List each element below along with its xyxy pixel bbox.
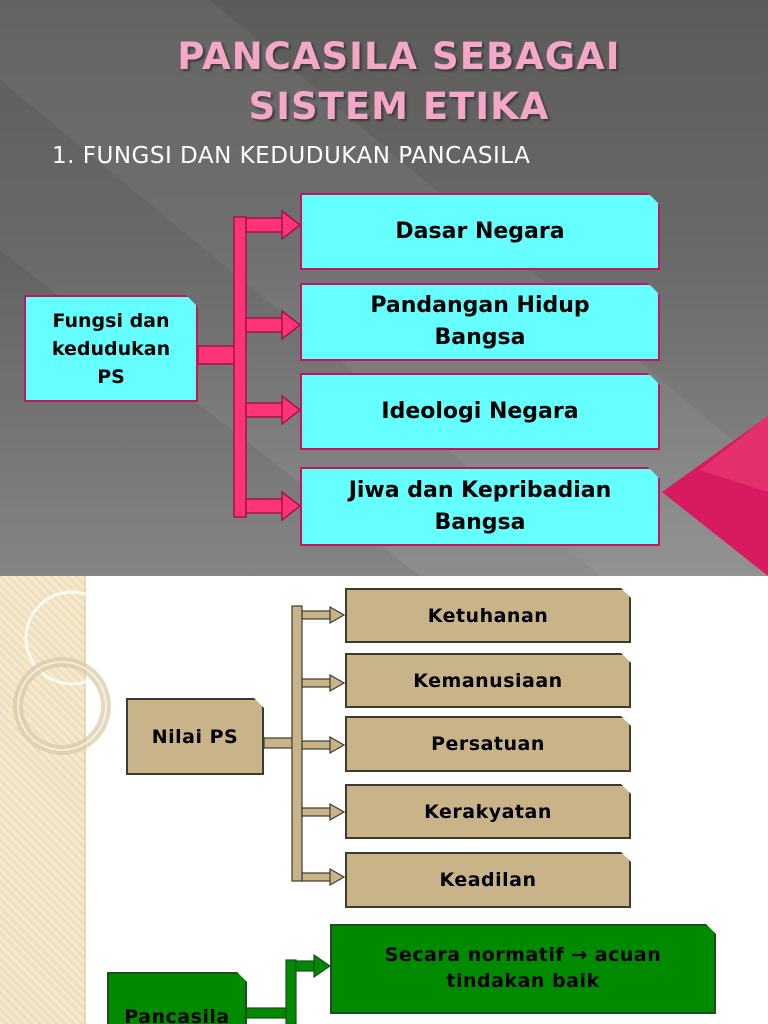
decorative-sidebar xyxy=(0,576,86,1024)
arrowhead-2 xyxy=(281,309,302,341)
slide-title-line2: SISTEM ETIKA xyxy=(248,85,550,128)
arrowhead-3 xyxy=(281,394,302,426)
nilai-arrowhead-3 xyxy=(329,735,346,755)
pancasila-connector-stub xyxy=(245,1007,293,1019)
nilai-arrowhead-2 xyxy=(329,673,346,693)
source-line1: Fungsi dan xyxy=(52,309,170,332)
value-label: Kemanusiaan xyxy=(413,669,563,692)
slide-fungsi-kedudukan: PANCASILA SEBAGAI SISTEM ETIKA 1. FUNGSI… xyxy=(0,0,768,576)
source-label: Nilai PS xyxy=(151,725,239,748)
target-box-pandangan-hidup: Pandangan Hidup Bangsa xyxy=(300,283,660,361)
value-box-persatuan: Persatuan xyxy=(345,716,631,772)
value-box-keadilan: Keadilan xyxy=(345,852,631,908)
source-box-nilai-ps: Nilai PS xyxy=(126,698,264,775)
target-label-line2: Bangsa xyxy=(434,325,526,350)
value-label: Kerakyatan xyxy=(424,800,552,823)
nilai-stem-5 xyxy=(301,872,333,882)
nilai-stem-4 xyxy=(301,807,333,817)
target-label: Ideologi Negara xyxy=(381,398,579,424)
connector-tree xyxy=(197,209,302,522)
target-box-jiwa-kepribadian: Jiwa dan Kepribadian Bangsa xyxy=(300,467,660,546)
arrowhead-1 xyxy=(281,209,302,241)
connector-stem-3 xyxy=(245,402,285,418)
nilai-stem-1 xyxy=(301,610,333,620)
value-label: Persatuan xyxy=(431,733,545,755)
connector-trunk xyxy=(233,216,247,518)
nilai-arrowhead-5 xyxy=(329,867,346,887)
connector-source-stub xyxy=(197,345,239,365)
nilai-arrowhead-4 xyxy=(329,802,346,822)
arrowhead-4 xyxy=(281,490,302,522)
value-label: Ketuhanan xyxy=(427,604,549,627)
source-box-fungsi: Fungsi dan kedudukan PS xyxy=(24,295,198,402)
nilai-connector-tree xyxy=(245,605,346,1024)
connector-stem-1 xyxy=(245,217,285,233)
pancasila-label: Pancasila xyxy=(124,1006,230,1024)
section-heading: 1. FUNGSI DAN KEDUDUKAN PANCASILA xyxy=(52,143,531,169)
target-label: Dasar Negara xyxy=(395,218,565,244)
target-box-ideologi-negara: Ideologi Negara xyxy=(300,373,660,450)
source-line3: PS xyxy=(97,365,125,388)
pancasila-connector-trunk xyxy=(285,959,297,1024)
target-box-dasar-negara: Dasar Negara xyxy=(300,193,660,270)
sidebar-circles xyxy=(13,590,120,755)
target-label-line1: Pandangan Hidup xyxy=(370,293,590,318)
value-box-ketuhanan: Ketuhanan xyxy=(345,588,631,643)
nilai-arrowhead-1 xyxy=(329,605,346,625)
slide-title: PANCASILA SEBAGAI SISTEM ETIKA xyxy=(0,32,768,132)
source-line2: kedudukan xyxy=(51,337,171,360)
nilai-connector-trunk xyxy=(291,605,303,882)
value-box-kemanusiaan: Kemanusiaan xyxy=(345,653,631,708)
source-box-pancasila: Pancasila xyxy=(107,972,247,1024)
slide-nilai-ps: Nilai PS Ketuhanan Kemanusiaan Persatuan… xyxy=(0,576,768,1024)
slide-title-line1: PANCASILA SEBAGAI xyxy=(177,35,621,78)
normatif-line1: Secara normatif → acuan xyxy=(384,944,662,966)
target-label-line1: Jiwa dan Kepribadian xyxy=(348,477,612,503)
pancasila-stem-1 xyxy=(295,960,317,972)
value-box-kerakyatan: Kerakyatan xyxy=(345,784,631,839)
normatif-line2: tindakan baik xyxy=(446,970,600,992)
pancasila-arrowhead-1 xyxy=(313,953,332,979)
value-label: Keadilan xyxy=(439,869,537,891)
nilai-stem-2 xyxy=(301,678,333,688)
target-label-line2: Bangsa xyxy=(434,509,526,535)
connector-stem-4 xyxy=(245,498,285,514)
target-box-secara-normatif: Secara normatif → acuan tindakan baik xyxy=(330,924,716,1014)
nilai-stem-3 xyxy=(301,740,333,750)
nilai-connector-stub xyxy=(263,737,295,749)
connector-stem-2 xyxy=(245,317,285,333)
